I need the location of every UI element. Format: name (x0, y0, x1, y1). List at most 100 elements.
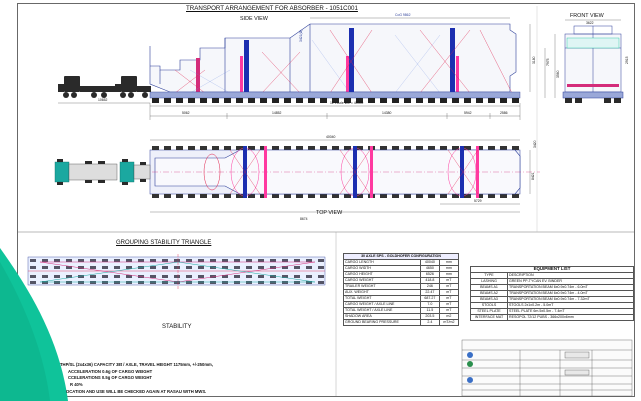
wheel (150, 259, 156, 262)
wheel (464, 146, 471, 150)
wheel (30, 259, 36, 262)
wheel (114, 259, 120, 262)
wheel (404, 98, 411, 103)
wheel (258, 259, 264, 262)
wheel (78, 259, 84, 262)
side-seg-1: 5062 (182, 111, 190, 115)
front-h3: 2915 (625, 56, 629, 64)
top-view (54, 139, 540, 213)
note-line: ACCELERATION 0.6g OF CARGO WEIGHT (68, 368, 153, 374)
wheel (260, 146, 267, 150)
wheel (174, 259, 180, 262)
wheel (162, 266, 168, 269)
wheel (332, 98, 339, 103)
wheel (186, 259, 192, 262)
wheel (126, 275, 132, 278)
wheel (164, 98, 171, 103)
wheel (416, 98, 423, 103)
wheel (380, 194, 387, 198)
wheel (258, 266, 264, 269)
wheel (488, 194, 495, 198)
config-table: 30 AXLE SPS - GOLDHOFER CONFIGURATION CA… (343, 253, 460, 326)
wheel (258, 275, 264, 278)
wheel (296, 146, 303, 150)
wheel (404, 194, 411, 198)
note-line: THP/SL (2x4x36) CAPACITY 38t / AXLE, TRA… (60, 362, 213, 367)
sheet-border (17, 3, 635, 397)
wheel (210, 275, 216, 278)
front-h1: 7975 (546, 58, 550, 66)
wheel (464, 194, 471, 198)
wheel (332, 194, 339, 198)
wheel (320, 146, 327, 150)
wheel (272, 194, 279, 198)
wheel (150, 275, 156, 278)
wheel (368, 98, 375, 103)
wheel (102, 266, 108, 269)
wheel (332, 146, 339, 150)
wheel (200, 98, 207, 103)
top-width: 8421 (531, 172, 535, 180)
wheel (260, 98, 267, 103)
wheel (176, 194, 183, 198)
wheel (440, 194, 447, 198)
wheel (30, 281, 36, 284)
wheel (476, 98, 483, 103)
wheel (212, 98, 219, 103)
side-dimension-lines (58, 17, 531, 120)
wheel (174, 281, 180, 284)
wheel (162, 259, 168, 262)
wheel (54, 259, 60, 262)
wheel (30, 266, 36, 269)
stability-label: STABILITY (162, 324, 192, 330)
equipment-type: INTERFACE MAT (470, 314, 508, 321)
wheel (66, 266, 72, 269)
wheel (198, 259, 204, 262)
wheel (270, 259, 276, 262)
wheel (392, 194, 399, 198)
wheel (42, 281, 48, 284)
wheel (318, 259, 324, 262)
wheel (272, 146, 279, 150)
drawing-title: TRANSPORT ARRANGEMENT FOR ABSORBER - 105… (186, 5, 358, 12)
wheel (236, 194, 243, 198)
front-view-label: FRONT VIEW (570, 13, 604, 19)
wheel (174, 266, 180, 269)
wheel (102, 275, 108, 278)
note-line: R 40% (70, 382, 83, 388)
config-label: GROUND BEARING PRESSURE (343, 319, 421, 326)
wheel (224, 194, 231, 198)
wheel (380, 98, 387, 103)
wheel (138, 259, 144, 262)
wheel (452, 146, 459, 150)
top-view-label: TOP VIEW (316, 210, 343, 216)
side-axle-label: 12 x Axle line = 40000 (330, 101, 364, 105)
trailer-wheels (152, 98, 519, 103)
config-value: 2.4 (419, 319, 440, 326)
note-line: CCELERATIONS 0.5g OF CARGO WEIGHT (68, 375, 152, 381)
wheel (500, 98, 507, 103)
wheel (176, 98, 183, 103)
wheel (90, 281, 96, 284)
vessel-saddles (196, 28, 459, 92)
wheel (162, 275, 168, 278)
wheel (440, 98, 447, 103)
wheel (188, 98, 195, 103)
wheel (296, 98, 303, 103)
notes-block: THP/SL (2x4x36) CAPACITY 38t / AXLE, TRA… (60, 362, 213, 396)
wheel (440, 146, 447, 150)
wheel (90, 266, 96, 269)
wheel (308, 98, 315, 103)
top-dia: 3420 (533, 140, 537, 148)
wheel (306, 266, 312, 269)
lashing-lines (174, 29, 513, 94)
wheel (78, 275, 84, 278)
top-length: 40040 (326, 135, 336, 139)
wheel (246, 259, 252, 262)
wheel (512, 146, 519, 150)
wheel (308, 146, 315, 150)
wheel (344, 146, 351, 150)
wheel (174, 275, 180, 278)
wheel (222, 259, 228, 262)
